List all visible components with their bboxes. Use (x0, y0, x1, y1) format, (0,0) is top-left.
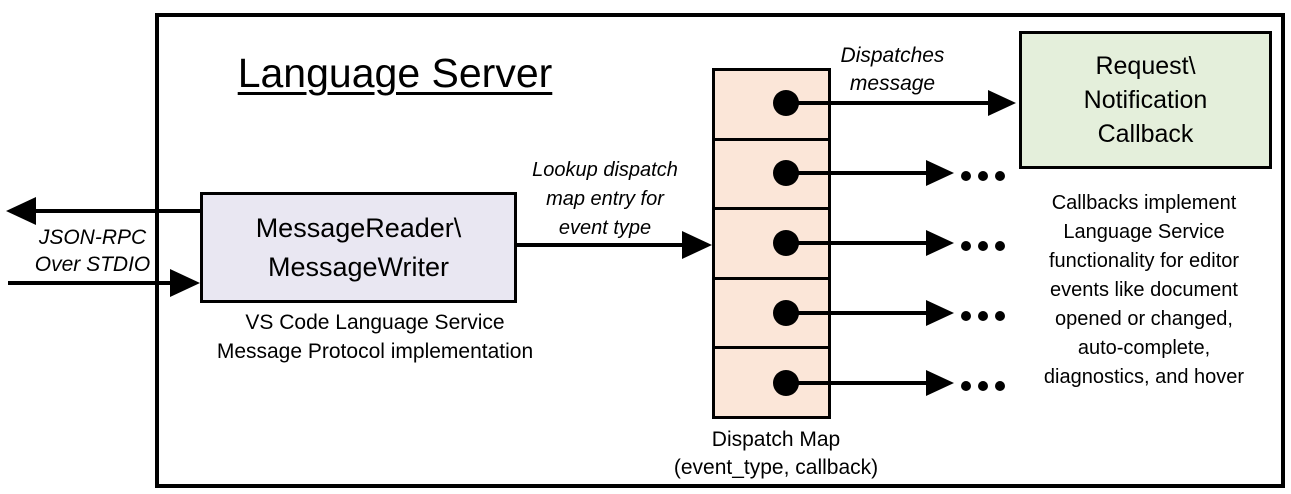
callback-box-line2: Notification (1083, 86, 1208, 114)
dispatch-arrowhead-icon (926, 230, 954, 256)
map-caption-line2: (event_type, callback) (673, 456, 879, 479)
dispatch-arrowhead-icon (926, 160, 954, 186)
dispatch-arrowhead-icon (988, 90, 1016, 116)
callbacks-note-line: functionality for editor (1048, 250, 1240, 272)
ellipsis-icon (961, 238, 1005, 256)
reader-caption-line2: Message Protocol implementation (216, 340, 534, 363)
reader-box-line1: MessageReader\ (255, 212, 462, 243)
dispatch-arrow-line (786, 101, 990, 105)
callbacks-note-line: diagnostics, and hover (1043, 366, 1245, 388)
dispatch-arrow-line (786, 241, 928, 245)
dispatch-map-cell (715, 280, 828, 350)
stdio-in-arrow-line (8, 281, 172, 285)
ellipsis-icon (961, 378, 1005, 396)
dispatch-arrow-line (786, 171, 928, 175)
callbacks-note-line: opened or changed, (1055, 308, 1233, 330)
dispatch-arrow-line (786, 381, 928, 385)
dispatch-arrow-line (786, 311, 928, 315)
callback-box-line1: Request\ (1095, 52, 1196, 80)
lookup-label: Lookup dispatch map entry for event type (520, 156, 690, 243)
json-rpc-label-line2: Over STDIO (34, 253, 151, 276)
callback-box-line3: Callback (1097, 120, 1194, 148)
dispatch-map-cell (715, 141, 828, 211)
ellipsis-icon (961, 308, 1005, 326)
stdio-out-arrow-line (34, 209, 200, 213)
dispatch-arrowhead-icon (926, 370, 954, 396)
stdio-out-arrowhead-icon (6, 197, 36, 225)
json-rpc-label-line1: JSON-RPC (38, 226, 147, 249)
reader-box-line2: MessageWriter (267, 251, 450, 282)
dispatches-label-line2: message (849, 72, 936, 95)
stdio-in-arrowhead-icon (170, 269, 200, 297)
lookup-arrowhead-icon (682, 231, 712, 259)
json-rpc-label: JSON-RPC Over STDIO (20, 224, 165, 278)
message-reader-writer-box: MessageReader\ MessageWriter (200, 192, 517, 303)
dispatches-message-label: Dispatches message (830, 42, 955, 98)
request-notification-callback-box: Request\ Notification Callback (1019, 31, 1272, 169)
map-caption-line1: Dispatch Map (711, 428, 841, 451)
reader-box-caption: VS Code Language Service Message Protoco… (175, 308, 575, 366)
dispatch-arrowhead-icon (926, 300, 954, 326)
callbacks-note-line: Language Service (1063, 221, 1225, 243)
callbacks-note-line: Callbacks implement (1051, 192, 1237, 214)
diagram-title: Language Server (237, 50, 553, 96)
lookup-label-line1: Lookup dispatch (532, 159, 678, 181)
reader-caption-line1: VS Code Language Service (245, 311, 505, 334)
dispatches-label-line1: Dispatches (840, 44, 945, 67)
lookup-label-line3: event type (558, 217, 652, 239)
callbacks-note: Callbacks implement Language Service fun… (1008, 189, 1280, 392)
lookup-arrow-line (515, 243, 685, 247)
dispatch-map-caption: Dispatch Map (event_type, callback) (646, 426, 906, 482)
dispatch-map-cell (715, 71, 828, 141)
ellipsis-icon (961, 168, 1005, 186)
lookup-label-line2: map entry for (546, 188, 664, 210)
callbacks-note-line: auto-complete, (1077, 337, 1211, 359)
callbacks-note-line: events like document (1050, 279, 1238, 301)
dispatch-map-cell (715, 210, 828, 280)
